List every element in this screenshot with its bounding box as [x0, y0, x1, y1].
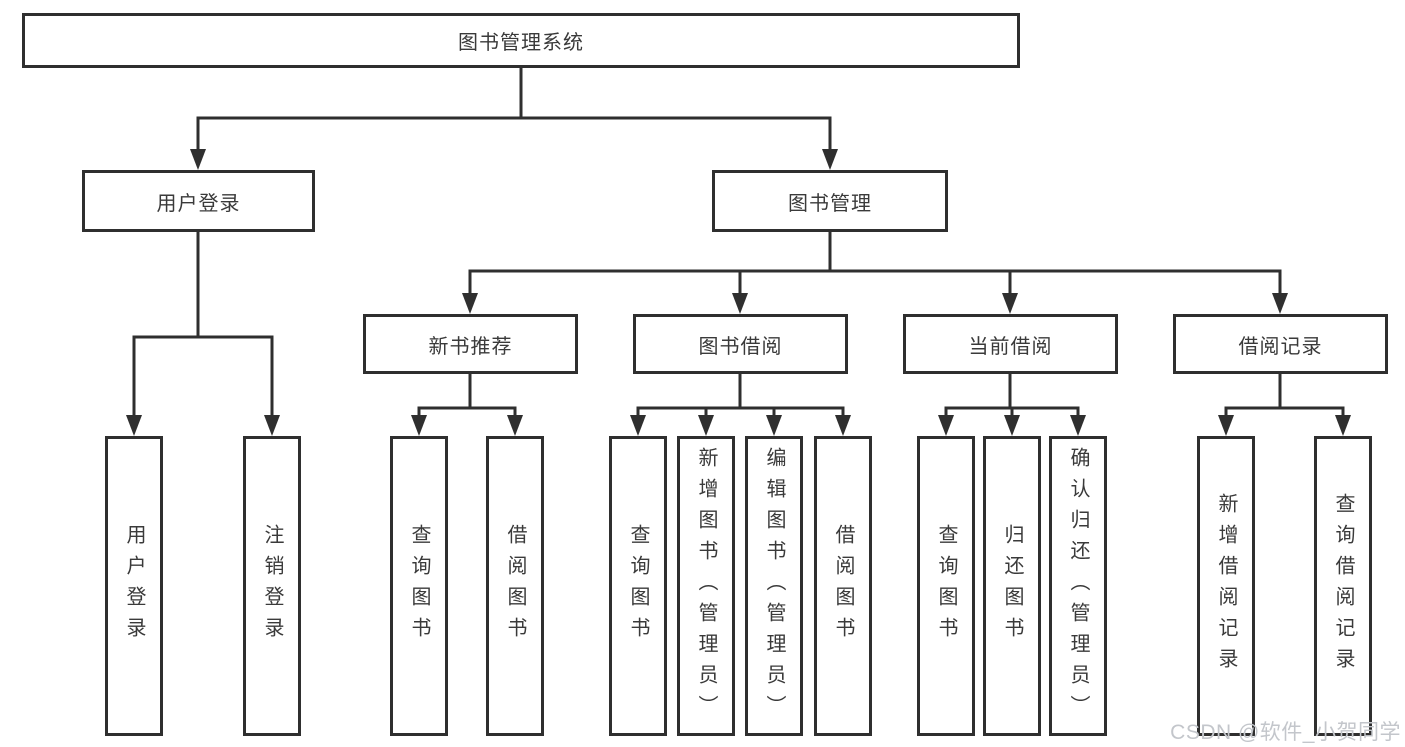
leaf-current-confirm-return-admin: 确认归还（管理员）	[1049, 436, 1107, 736]
node-borrow-records: 借阅记录	[1173, 314, 1388, 374]
leaf-recommend-borrow-books: 借阅图书	[486, 436, 544, 736]
leaf-records-query-record: 查询借阅记录	[1314, 436, 1372, 736]
leaf-logout: 注销登录	[243, 436, 301, 736]
leaf-current-return-books: 归还图书	[983, 436, 1041, 736]
node-root: 图书管理系统	[22, 13, 1020, 68]
node-current-borrow: 当前借阅	[903, 314, 1118, 374]
node-book-manage-branch: 图书管理	[712, 170, 948, 232]
leaf-borrow-borrow-books: 借阅图书	[814, 436, 872, 736]
leaf-records-add-record: 新增借阅记录	[1197, 436, 1255, 736]
leaf-borrow-query-books: 查询图书	[609, 436, 667, 736]
leaf-borrow-edit-books-admin: 编辑图书（管理员）	[745, 436, 803, 736]
node-new-book-recommend: 新书推荐	[363, 314, 578, 374]
leaf-recommend-query-books: 查询图书	[390, 436, 448, 736]
leaf-borrow-add-books-admin: 新增图书（管理员）	[677, 436, 735, 736]
leaf-user-login: 用户登录	[105, 436, 163, 736]
watermark: CSDN @软件_小贺同学	[1170, 721, 1401, 744]
leaf-current-query-books: 查询图书	[917, 436, 975, 736]
node-book-borrow: 图书借阅	[633, 314, 848, 374]
node-user-login-branch: 用户登录	[82, 170, 315, 232]
